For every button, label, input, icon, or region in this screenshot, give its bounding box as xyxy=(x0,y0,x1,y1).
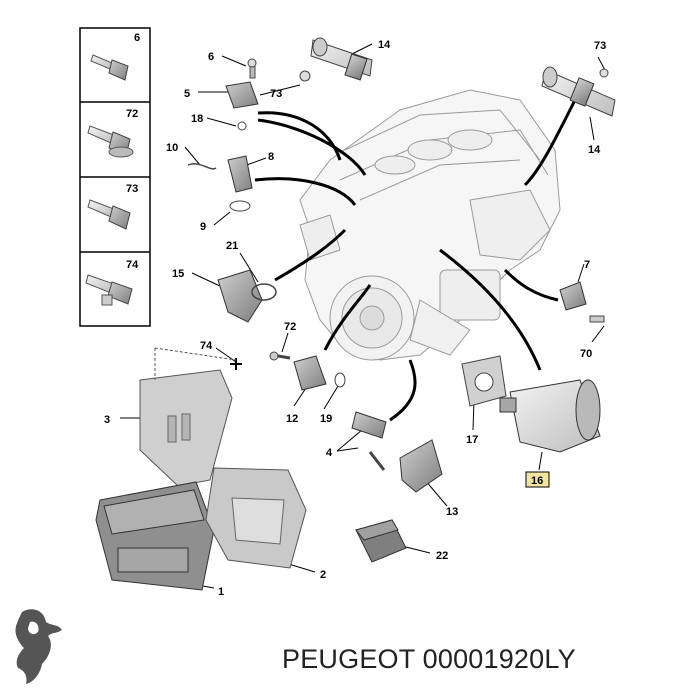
sensor-12 xyxy=(293,355,346,391)
callout-73-left: 73 xyxy=(270,88,282,100)
callout-21: 21 xyxy=(226,240,238,252)
callout-3: 3 xyxy=(104,414,110,426)
highlight-box-16 xyxy=(525,471,550,488)
legend-label-72: 72 xyxy=(126,108,138,120)
callout-73-right: 73 xyxy=(594,40,606,52)
fastener-legend: 6 72 73 74 xyxy=(79,27,151,327)
sensor-8 xyxy=(187,155,253,212)
callout-14-top: 14 xyxy=(378,39,391,51)
callout-8: 8 xyxy=(268,151,274,163)
callout-10: 10 xyxy=(166,142,178,154)
callout-7: 7 xyxy=(584,259,590,271)
callout-17: 17 xyxy=(466,434,478,446)
callout-1: 1 xyxy=(218,586,224,598)
callout-9: 9 xyxy=(200,221,206,233)
connector-22 xyxy=(355,519,407,563)
bolt-6-part xyxy=(247,58,257,79)
callout-13: 13 xyxy=(446,506,458,518)
callout-16: 16 xyxy=(531,475,543,487)
bracket-2 xyxy=(205,467,307,569)
callout-14-right: 14 xyxy=(588,144,601,156)
callout-74: 74 xyxy=(200,340,213,352)
callout-19: 19 xyxy=(320,413,332,425)
legend-label-6: 6 xyxy=(134,32,140,44)
bolt-73-icon xyxy=(87,199,131,230)
sensor-4 xyxy=(351,411,387,471)
legend-label-73: 73 xyxy=(126,183,138,195)
sensor-7 xyxy=(559,281,605,323)
sensor-13 xyxy=(399,439,443,493)
callout-4: 4 xyxy=(326,447,333,459)
sensor-leads xyxy=(254,99,577,422)
ecu-1 xyxy=(95,481,215,591)
actuator-16 xyxy=(499,379,601,453)
callout-15: 15 xyxy=(172,268,184,280)
legend-label-74: 74 xyxy=(126,259,139,271)
vvt-solenoid-14-top xyxy=(299,37,373,82)
bolt-6-icon xyxy=(90,54,129,81)
vvt-solenoid-14-right xyxy=(541,66,616,117)
brand-part-number: PEUGEOT 00001920LY xyxy=(282,644,576,674)
callout-6: 6 xyxy=(208,51,214,63)
stud-74-icon xyxy=(85,274,133,306)
callout-18: 18 xyxy=(191,113,203,125)
sensor-5 xyxy=(225,81,259,131)
bolt-72-part xyxy=(269,351,291,361)
callout-22: 22 xyxy=(436,550,448,562)
callout-labels: 6 5 18 10 8 9 21 15 14 73 73 14 7 70 72 … xyxy=(104,39,606,598)
bracket-3 xyxy=(139,347,237,487)
callout-70: 70 xyxy=(580,348,592,360)
callout-72: 72 xyxy=(284,321,296,333)
sensor-15 xyxy=(217,269,277,323)
peugeot-lion-logo-icon xyxy=(15,609,63,684)
engine-block xyxy=(299,89,561,361)
bolt-72-icon xyxy=(87,125,134,158)
gasket-17 xyxy=(461,355,507,407)
callout-2: 2 xyxy=(320,569,326,581)
callout-12: 12 xyxy=(286,413,298,425)
callout-5: 5 xyxy=(184,88,190,100)
